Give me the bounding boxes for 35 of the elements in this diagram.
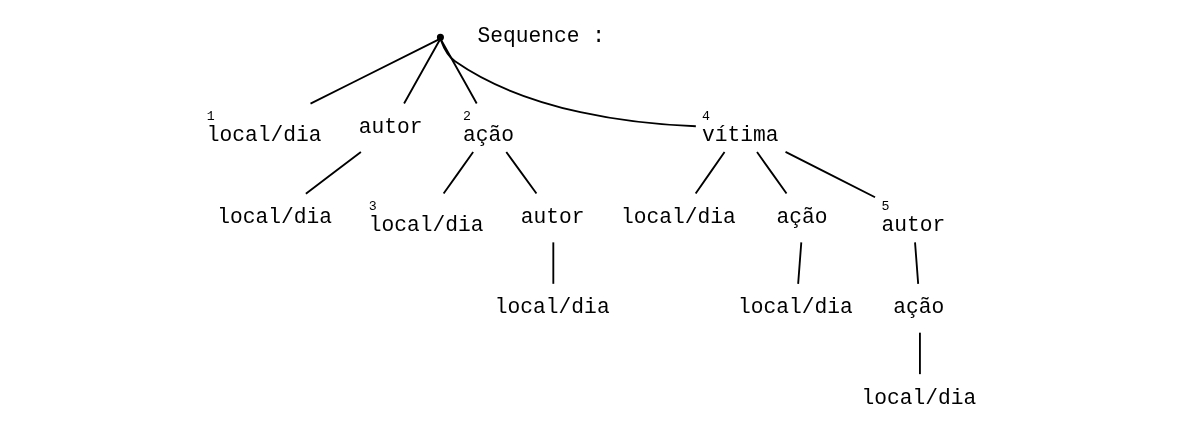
node-label: 3 [368,199,377,215]
connector [504,151,537,195]
node-text: local/dia [216,205,332,230]
connector [439,39,478,105]
node-dot [436,33,444,41]
connector [402,39,440,105]
connector [913,241,919,285]
node-text: local/dia [737,295,853,320]
connector [551,241,554,285]
node-text: ação [462,122,514,147]
connector [439,39,697,128]
node-text: local/dia [368,213,483,238]
connector [309,38,439,105]
node-text: vítima [701,122,779,147]
node-label: 1 [206,108,215,124]
connector [784,150,876,199]
connector [304,151,362,195]
connector [796,241,802,285]
connector [918,331,921,376]
node-text: local/dia [860,385,976,410]
node-text: local/dia [620,205,736,230]
label: Sequence : [477,24,605,49]
connector [442,151,474,195]
node-text: autor [880,213,945,238]
node-text: autor [358,114,422,139]
node-text: autor [520,205,585,230]
connector [694,151,725,195]
node-label: 5 [880,199,889,215]
node-text: ação [892,295,944,320]
node-text: local/dia [494,295,610,320]
connector [755,151,787,195]
node-label: 2 [462,108,471,124]
node-text: ação [775,205,827,230]
node-label: 4 [701,108,710,124]
node-text: local/dia [206,122,321,147]
